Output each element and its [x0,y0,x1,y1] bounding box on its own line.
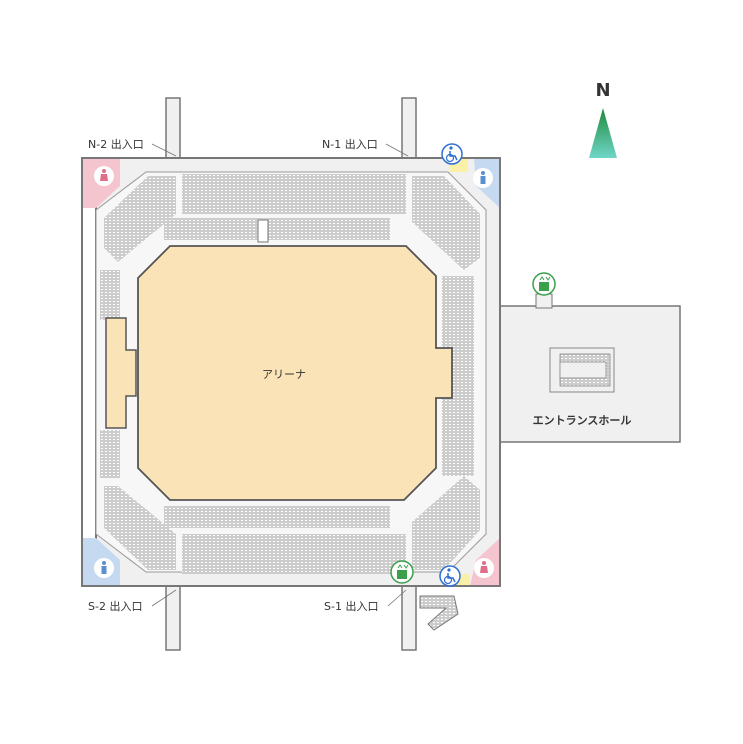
north-arrow-icon [589,108,617,158]
entrance-label-s2: S-2 出入口 [88,599,142,613]
seating-nw-corner [104,176,176,262]
entrance-hall-label: エントランスホール [533,414,632,427]
entrance-hall [483,293,681,443]
compass-label: N [595,80,610,101]
building-wall [81,157,501,587]
restroom-women-icon [474,558,494,578]
arena-label: アリーナ [262,368,306,381]
seating-west-upper [100,270,120,320]
entrance-label-n2: N-2 出入口 [88,137,144,151]
corridor-n2 [165,97,181,161]
seating-north-lower [164,218,390,240]
north-compass: N [589,80,617,158]
west-stage [105,317,137,429]
wheelchair-icon [441,143,463,165]
corridors [165,97,417,651]
seating-sw-corner [104,486,176,570]
restroom-men-icon [473,168,493,188]
seating-north-upper [182,174,406,214]
north-aisle-gate [257,219,269,243]
seating-ne-corner [412,176,480,270]
seating-south-upper [182,534,406,574]
elevator-icon [532,272,556,296]
entrance-label-s1: S-1 出入口 [324,599,378,613]
corridor-n1 [401,97,417,161]
arena-floor [137,245,453,501]
entrance-hall-stairs [549,347,615,393]
s1-stair [419,595,459,631]
wheelchair-icon [439,565,461,587]
seating-south-lower [164,506,390,528]
restroom-women-icon [94,166,114,186]
entrance-labels: N-2 出入口 N-1 出入口 S-2 出入口 S-1 出入口 [88,137,409,613]
elevator-icon [390,560,414,584]
restroom-men-icon [94,558,114,578]
entrance-label-n1: N-1 出入口 [322,137,378,151]
seating-se-corner [412,476,480,570]
corridor-s1 [401,585,417,651]
seating [100,174,480,574]
seating-west-lower [100,430,120,478]
entrance-hall-elevator-shaft [535,293,553,309]
